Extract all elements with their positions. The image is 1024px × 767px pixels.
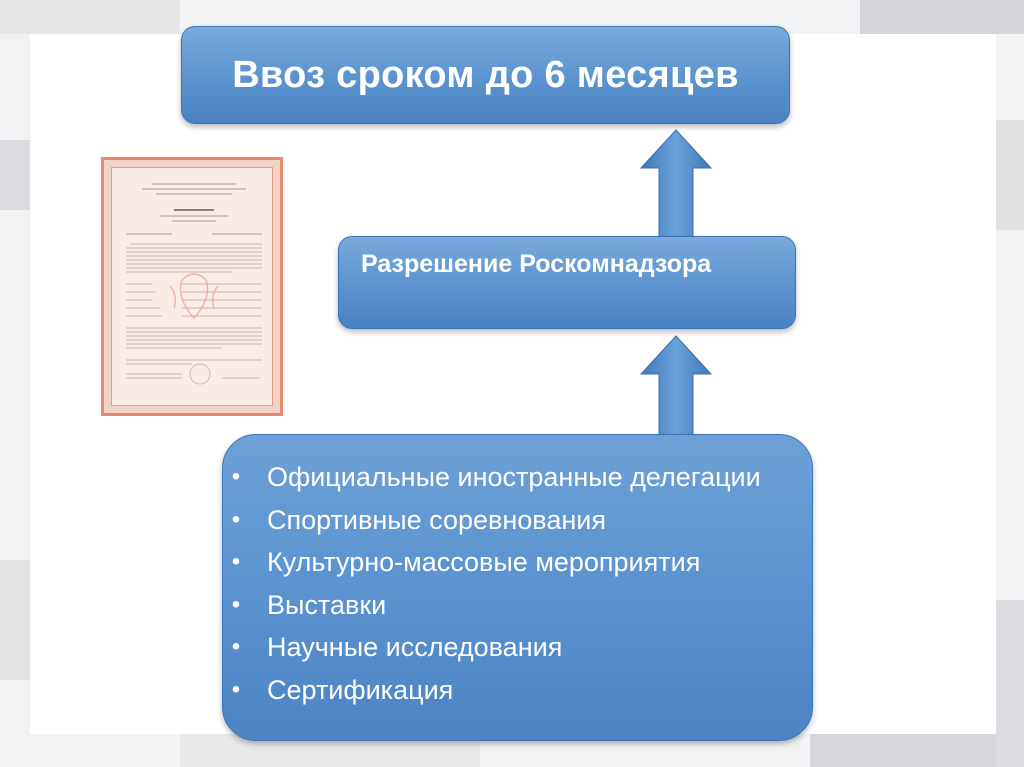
bg-tile — [0, 140, 30, 210]
list-item-text: Официальные иностранные делегации — [267, 462, 761, 492]
list-item: • Научные исследования — [229, 626, 761, 669]
list-item-text: Культурно-массовые мероприятия — [267, 547, 701, 577]
list-item-text: Сертификация — [267, 674, 454, 705]
import-term-box: Ввоз сроком до 6 месяцев — [181, 26, 790, 124]
bg-tile — [810, 734, 996, 767]
bg-tile — [0, 0, 180, 34]
list-item: • Выставки — [229, 584, 761, 627]
certificate-inner-frame — [111, 167, 273, 406]
roskomnadzor-permit-label: Разрешение Роскомнадзора — [361, 250, 712, 278]
bg-tile — [0, 560, 30, 680]
bg-tile — [996, 120, 1024, 230]
permit-certificate-image — [101, 157, 283, 416]
bullet-icon: • — [231, 590, 241, 618]
list-item-text: Выставки — [267, 589, 387, 620]
list-item: • Официальные иностранные делегации — [229, 456, 761, 499]
up-arrow-lower-icon — [639, 335, 713, 443]
bullet-icon: • — [231, 633, 241, 660]
roskomnadzor-permit-box: Разрешение Роскомнадзора — [338, 236, 796, 329]
list-item: • Спортивные соревнования — [229, 499, 761, 542]
list-item: • Сертификация — [229, 669, 761, 712]
up-arrow-upper-icon — [639, 129, 713, 247]
import-term-label: Ввоз сроком до 6 месяцев — [232, 53, 739, 96]
list-item-text: Научные исследования — [267, 632, 563, 662]
certificate-text-lines — [126, 183, 262, 385]
bullet-icon: • — [231, 548, 241, 575]
bullet-icon: • — [231, 675, 241, 703]
purposes-box: • Официальные иностранные делегации • Спор… — [222, 434, 813, 741]
bg-tile — [860, 0, 1024, 34]
bullet-icon: • — [231, 463, 241, 490]
bullet-icon: • — [231, 505, 241, 533]
list-item-text: Спортивные соревнования — [267, 504, 606, 535]
list-item: • Культурно-массовые мероприятия — [229, 541, 761, 584]
purposes-list: • Официальные иностранные делегации • Спор… — [229, 456, 761, 711]
bg-tile — [996, 600, 1024, 767]
